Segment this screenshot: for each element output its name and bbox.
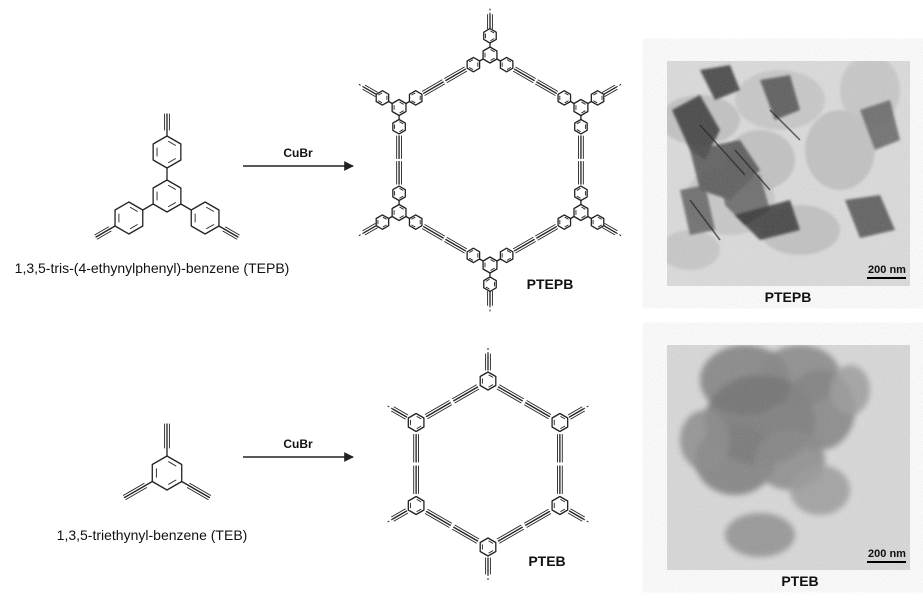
ptepb-micrograph-caption: PTEPB xyxy=(765,289,812,305)
benzene-ring-icon xyxy=(557,90,572,106)
ptepb-tem-micrograph: 200 nm xyxy=(667,61,910,286)
benzene-ring-icon xyxy=(574,185,588,202)
benzene-ring-icon xyxy=(551,495,569,516)
benzene-ring-icon xyxy=(391,203,407,222)
ptepb-polymer-network xyxy=(356,6,624,314)
benzene-ring-icon xyxy=(407,495,425,516)
tepb-monomer-structure xyxy=(94,113,240,240)
benzene-ring-icon xyxy=(392,118,406,135)
benzene-ring-icon xyxy=(408,90,423,106)
benzene-ring-icon xyxy=(482,46,498,64)
pteb-micrograph-caption: PTEB xyxy=(781,573,818,589)
benzene-ring-icon xyxy=(408,214,423,230)
benzene-ring-icon xyxy=(392,185,406,202)
pteb-polymer-network xyxy=(385,346,591,582)
catalyst-label-top: CuBr xyxy=(283,146,313,160)
ptepb-polymer-label: PTEPB xyxy=(527,276,574,292)
pteb-polymer-label: PTEB xyxy=(528,553,565,569)
benzene-ring-icon xyxy=(114,201,144,235)
pteb-scale-bar-label: 200 nm xyxy=(868,548,906,560)
benzene-ring-icon xyxy=(557,214,572,230)
reaction-arrow-top: CuBr xyxy=(243,146,354,171)
benzene-ring-icon xyxy=(590,214,605,230)
benzene-ring-icon xyxy=(482,256,498,274)
benzene-ring-icon xyxy=(499,247,514,264)
benzene-ring-icon xyxy=(573,203,589,222)
teb-monomer-name: 1,3,5-triethynyl-benzene (TEB) xyxy=(57,527,248,543)
benzene-ring-icon xyxy=(479,537,497,557)
benzene-ring-icon xyxy=(551,412,569,433)
benzene-ring-icon xyxy=(151,455,183,491)
benzene-ring-icon xyxy=(499,56,514,73)
benzene-ring-icon xyxy=(190,201,220,235)
benzene-ring-icon xyxy=(466,247,481,264)
tepb-monomer-name: 1,3,5-tris-(4-ethynylphenyl)-benzene (TE… xyxy=(15,260,290,276)
benzene-ring-icon xyxy=(573,98,589,117)
benzene-ring-icon xyxy=(590,90,605,106)
benzene-ring-icon xyxy=(407,412,425,433)
ptepb-scale-bar-label: 200 nm xyxy=(868,264,906,276)
benzene-ring-icon xyxy=(152,135,182,169)
benzene-ring-icon xyxy=(152,179,182,213)
benzene-ring-icon xyxy=(466,56,481,73)
catalyst-label-bottom: CuBr xyxy=(283,437,313,451)
reaction-arrow-bottom: CuBr xyxy=(243,437,354,462)
benzene-ring-icon xyxy=(375,214,390,230)
benzene-ring-icon xyxy=(479,371,497,391)
benzene-ring-icon xyxy=(375,90,390,106)
benzene-ring-icon xyxy=(483,27,497,44)
benzene-ring-icon xyxy=(391,98,407,117)
benzene-ring-icon xyxy=(483,276,497,293)
teb-monomer-structure xyxy=(122,423,212,501)
pteb-tem-micrograph: 200 nm xyxy=(667,345,910,570)
benzene-ring-icon xyxy=(574,118,588,135)
